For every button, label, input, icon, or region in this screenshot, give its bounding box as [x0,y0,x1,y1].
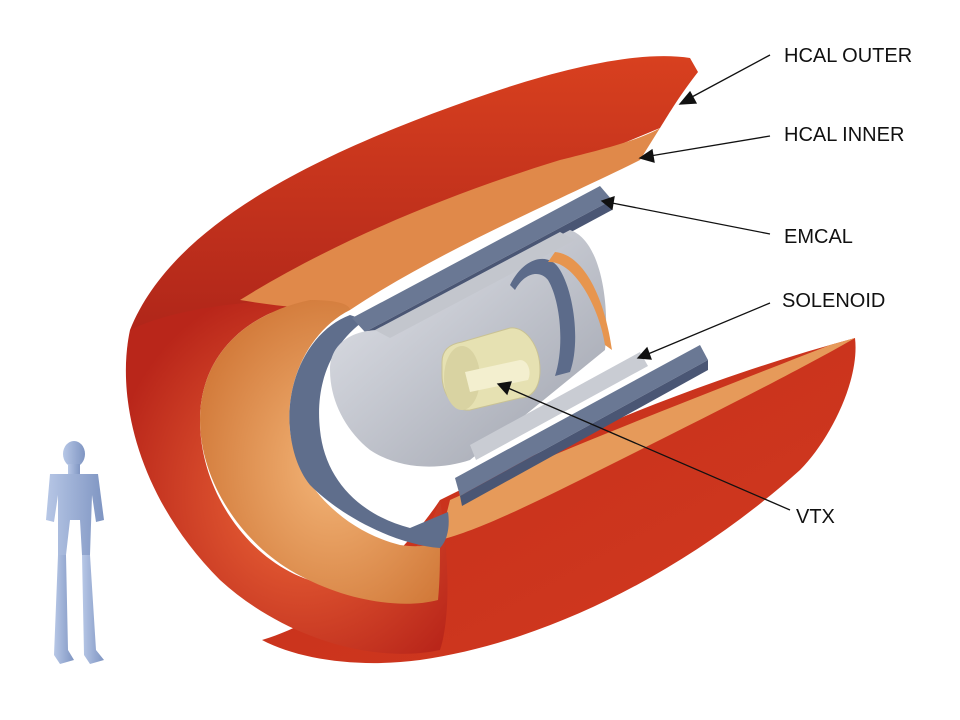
label-hcal-outer: HCAL OUTER [784,45,913,67]
arrow-hcal-outer [689,54,771,99]
hcal-inner-front-face [200,300,440,604]
emcal-front-face [289,315,449,548]
pointer-arrows [496,54,791,511]
solenoid-bottom-band [470,352,648,460]
hcal-inner-top-layer [240,128,660,310]
solenoid-top-band [375,232,575,338]
vtx-front-cap [444,346,480,410]
emcal-top-slab [352,186,612,332]
solenoid-far-ring [510,258,576,376]
hcal-inner-bottom-layer [440,338,855,540]
hcal-outer-top-shell [130,56,698,331]
label-solenoid: SOLENOID [782,290,886,312]
arrowhead-hcal-inner [638,148,655,163]
arrowhead-emcal [600,196,615,211]
human-scale-figure [46,441,104,664]
label-emcal: EMCAL [784,226,853,248]
arrowhead-solenoid [636,346,652,360]
arrow-emcal [611,202,771,235]
arrowhead-hcal-outer [678,90,698,105]
arrow-hcal-inner [649,135,771,157]
label-vtx: VTX [796,506,835,528]
arrow-solenoid [647,302,771,355]
arrow-vtx [507,387,791,511]
label-hcal-inner: HCAL INNER [784,124,905,146]
emcal-bottom-slab-edge [460,360,708,506]
arrowhead-vtx [496,381,512,396]
vtx-inner-tube [465,360,530,392]
hcal-inner-far-ring [548,252,612,350]
hcal-outer-front-face [125,300,448,654]
